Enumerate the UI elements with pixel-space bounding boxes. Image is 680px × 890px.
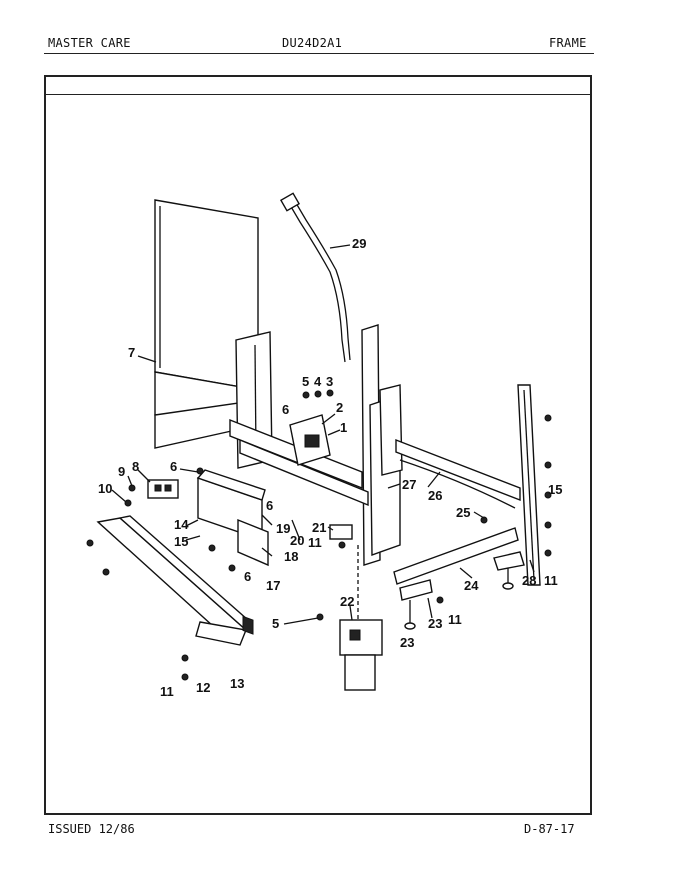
callout-leaders <box>111 244 535 625</box>
callout-3: 3 <box>326 374 333 389</box>
callout-18: 19 <box>276 521 290 536</box>
callout-25: 25 <box>456 505 470 520</box>
callout-4: 4 <box>314 374 322 389</box>
callout-19: 20 <box>290 533 304 548</box>
callout-26: 26 <box>428 488 442 503</box>
callout-17: 18 <box>284 549 298 564</box>
callout-8: 8 <box>132 459 139 474</box>
callout-11: 11 <box>448 612 462 627</box>
switch-plate-part <box>237 518 269 635</box>
header-model-number: DU24D2A1 <box>282 36 343 50</box>
callout-5: 5 <box>272 616 279 631</box>
callout-11: 11 <box>544 573 558 588</box>
callout-6: 6 <box>266 498 273 513</box>
screw-fasteners <box>86 389 552 681</box>
callout-9: 9 <box>118 464 125 479</box>
callout-23: 23 <box>428 616 442 631</box>
callout-14: 14 <box>174 517 189 532</box>
switch-part <box>147 479 179 499</box>
clip-part <box>329 524 353 540</box>
callout-15: 15 <box>548 482 562 497</box>
callout-11: 11 <box>308 535 322 550</box>
mounting-bracket-part <box>289 414 331 466</box>
footer-page-code: D-87-17 <box>524 822 575 836</box>
header-section-title: FRAME <box>549 36 587 50</box>
diagram-frame <box>44 75 592 815</box>
footer-issue-date: ISSUED 12/86 <box>48 822 135 836</box>
callout-6: 6 <box>282 402 289 417</box>
callout-15: 15 <box>174 534 188 549</box>
callout-6: 6 <box>170 459 177 474</box>
callout-7: 7 <box>128 345 135 360</box>
callout-1: 1 <box>340 420 347 435</box>
callout-20: 21 <box>312 520 326 535</box>
callout-29: 29 <box>352 236 366 251</box>
side-panel-part <box>154 199 259 449</box>
frame-inner-rule <box>46 94 590 95</box>
callout-27: 27 <box>402 477 416 492</box>
callout-5: 5 <box>302 374 309 389</box>
valve-assembly-part <box>339 619 383 691</box>
bottom-rail-part <box>393 527 519 585</box>
right-leveling-foot-part <box>493 551 525 590</box>
callout-24: 24 <box>464 578 479 593</box>
kick-rail-part <box>96 515 249 646</box>
callout-10: 10 <box>98 481 112 496</box>
right-leg-rail-part <box>517 384 541 586</box>
callout-11: 11 <box>160 684 174 699</box>
callout-labels: 7 29 5 4 3 6 2 1 6 8 9 10 14 15 6 19 20 … <box>98 236 562 699</box>
header-rule <box>44 53 594 54</box>
header-manufacturer: MASTER CARE <box>48 36 131 50</box>
callout-13: 13 <box>230 676 244 691</box>
callout-28: 28 <box>522 573 536 588</box>
callout-16: 17 <box>266 578 280 593</box>
callout-21: 22 <box>340 594 354 609</box>
callout-22: 23 <box>400 635 414 650</box>
callout-6: 6 <box>244 569 251 584</box>
callout-2: 2 <box>336 400 343 415</box>
power-cord-part <box>279 192 351 363</box>
callout-12: 12 <box>196 680 210 695</box>
leveling-foot-part <box>399 579 433 630</box>
rear-rail-part <box>395 438 521 509</box>
